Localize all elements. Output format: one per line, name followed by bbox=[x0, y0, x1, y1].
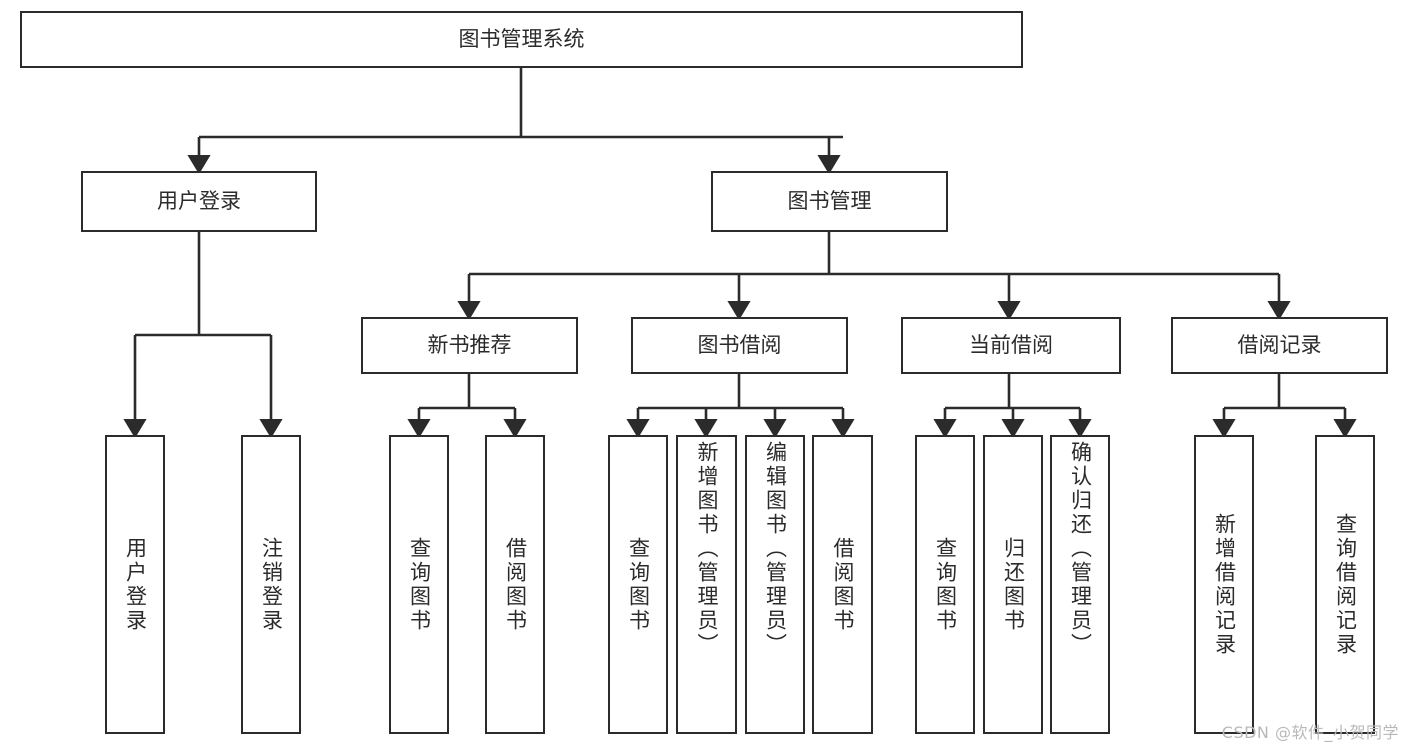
leaf-edit-book-admin[interactable]: 编辑图书（管理员） bbox=[745, 435, 805, 734]
node-book-borrowing-label: 图书借阅 bbox=[697, 333, 782, 358]
leaf-query-borrow-record[interactable]: 查询借阅记录 bbox=[1315, 435, 1375, 734]
leaf-logout[interactable]: 注销登录 bbox=[241, 435, 301, 734]
leaf-return-book-label: 归还图书 bbox=[1001, 536, 1026, 633]
node-user-login-label: 用户登录 bbox=[157, 189, 241, 214]
leaf-confirm-return-admin[interactable]: 确认归还（管理员） bbox=[1050, 435, 1110, 734]
node-book-management[interactable]: 图书管理 bbox=[711, 171, 948, 232]
leaf-query-borrow-record-label: 查询借阅记录 bbox=[1333, 512, 1358, 657]
node-borrowing-records-label: 借阅记录 bbox=[1237, 333, 1322, 358]
leaf-query-books-new-rec-label: 查询图书 bbox=[407, 536, 432, 633]
leaf-query-books-borrow[interactable]: 查询图书 bbox=[608, 435, 668, 734]
leaf-confirm-return-admin-label: 确认归还（管理员） bbox=[1068, 441, 1093, 657]
node-user-login[interactable]: 用户登录 bbox=[81, 171, 317, 232]
node-current-borrowing-label: 当前借阅 bbox=[969, 333, 1053, 358]
leaf-add-borrow-record-label: 新增借阅记录 bbox=[1212, 512, 1237, 657]
leaf-user-login[interactable]: 用户登录 bbox=[105, 435, 165, 734]
node-book-management-label: 图书管理 bbox=[787, 189, 872, 214]
leaf-query-books-new-rec[interactable]: 查询图书 bbox=[389, 435, 449, 734]
leaf-logout-label: 注销登录 bbox=[259, 536, 284, 633]
leaf-add-book-admin[interactable]: 新增图书（管理员） bbox=[676, 435, 737, 734]
leaf-add-borrow-record[interactable]: 新增借阅记录 bbox=[1194, 435, 1254, 734]
leaf-borrow-books-borrow[interactable]: 借阅图书 bbox=[812, 435, 873, 734]
leaf-return-book[interactable]: 归还图书 bbox=[983, 435, 1043, 734]
leaf-user-login-label: 用户登录 bbox=[123, 536, 148, 633]
node-new-book-recommendation[interactable]: 新书推荐 bbox=[361, 317, 578, 374]
leaf-edit-book-admin-label: 编辑图书（管理员） bbox=[763, 441, 788, 657]
leaf-borrow-books-new-rec-label: 借阅图书 bbox=[503, 536, 528, 633]
node-root[interactable]: 图书管理系统 bbox=[20, 11, 1023, 68]
leaf-add-book-admin-label: 新增图书（管理员） bbox=[695, 441, 719, 657]
node-borrowing-records[interactable]: 借阅记录 bbox=[1171, 317, 1388, 374]
leaf-query-books-current[interactable]: 查询图书 bbox=[915, 435, 975, 734]
watermark: CSDN @软件_小贺同学 bbox=[1221, 723, 1399, 742]
leaf-query-books-borrow-label: 查询图书 bbox=[626, 536, 651, 633]
leaf-borrow-books-borrow-label: 借阅图书 bbox=[831, 536, 855, 633]
node-book-borrowing[interactable]: 图书借阅 bbox=[631, 317, 848, 374]
node-new-book-recommendation-label: 新书推荐 bbox=[427, 333, 512, 358]
node-root-label: 图书管理系统 bbox=[458, 27, 585, 52]
leaf-borrow-books-new-rec[interactable]: 借阅图书 bbox=[485, 435, 545, 734]
node-current-borrowing[interactable]: 当前借阅 bbox=[901, 317, 1121, 374]
leaf-query-books-current-label: 查询图书 bbox=[933, 536, 958, 633]
